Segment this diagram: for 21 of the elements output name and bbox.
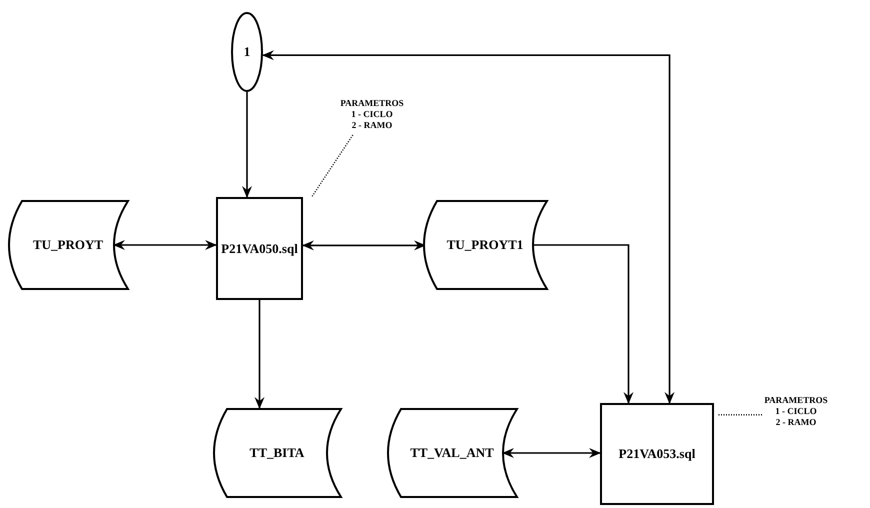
note-heading: PARAMETROS [764,394,828,406]
arrow [262,50,675,404]
arrow [254,300,264,409]
leader-line [311,134,354,198]
node-label: TT_BITA [250,445,304,461]
arrow [113,240,217,250]
leader-line [718,414,762,416]
arrow [502,448,601,458]
node-label: P21VA053.sql [618,446,696,462]
node-label: TU_PROYT [32,237,104,253]
arrow [533,244,634,404]
node-label: TT_VAL_ANT [410,445,494,461]
node-label: 1 [244,44,250,60]
arrow [242,92,252,198]
node-label: TU_PROYT1 [446,237,524,253]
note-heading: PARAMETROS [340,98,404,108]
parameter-item: 2 - RAMO [776,416,816,428]
parameter-item: 1 - CICLO [775,406,817,416]
parameter-item: 1 - CICLO [351,108,393,120]
node-label: P21VA050.sql [221,240,298,256]
parameter-item: 2 - RAMO [352,120,392,130]
